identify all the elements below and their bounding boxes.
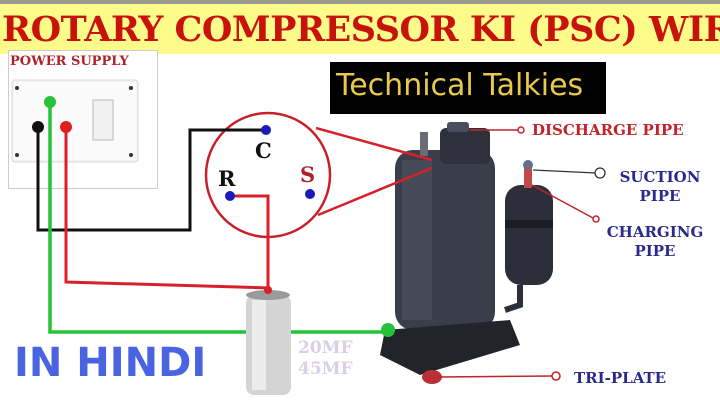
language-label: IN HINDI (14, 340, 207, 386)
title-banner (0, 4, 720, 54)
top-border (0, 0, 720, 4)
terminal-r-label: R (218, 166, 236, 191)
capacitor-icon (246, 286, 291, 395)
red-wire-end (60, 121, 72, 133)
terminal-r-dot (225, 191, 235, 201)
suction-pipe-label: SUCTION PIPE (619, 168, 701, 205)
black-wire-end (32, 121, 44, 133)
channel-brand-label: Technical Talkies (336, 68, 584, 103)
green-wire-end (44, 96, 56, 108)
channel-brand-box: Technical Talkies (330, 62, 606, 114)
compressor-icon (380, 122, 520, 384)
wall-socket-icon (11, 79, 139, 163)
tri-plate-label: TRI-PLATE (574, 369, 667, 387)
discharge-pipe-label: DISCHARGE PIPE (532, 121, 684, 139)
power-supply-label: POWER SUPPLY (10, 54, 129, 69)
accumulator-icon (504, 160, 553, 313)
terminal-s-dot (305, 189, 315, 199)
capacitor-rating: 20MF 45MF (298, 338, 353, 379)
diagram-title: ROTARY COMPRESSOR KI (PSC) WIRING (2, 9, 720, 50)
charging-pipe-label: CHARGING PIPE (606, 223, 704, 260)
terminal-s-label: S (300, 162, 316, 187)
terminal-c-label: C (255, 138, 272, 163)
terminal-c-dot (261, 125, 271, 135)
